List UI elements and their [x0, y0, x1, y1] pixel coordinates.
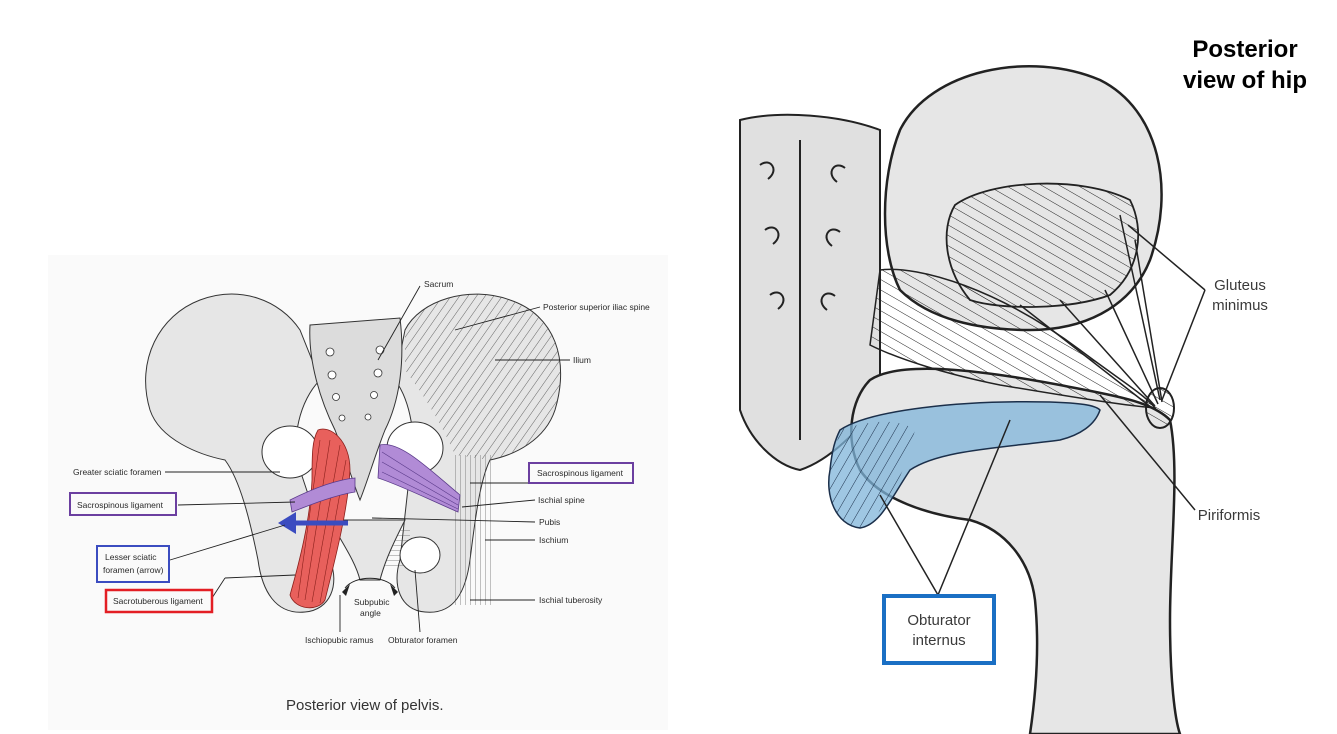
label-piriformis: Piriformis — [1198, 507, 1261, 524]
sacral-foramina — [325, 345, 385, 422]
pubic-region — [329, 519, 406, 581]
hip-leader-lines — [879, 224, 1206, 596]
subpubic-angle-arc — [344, 577, 396, 589]
box-lesser-sciatic — [96, 545, 170, 583]
obturator-hatching — [828, 421, 915, 528]
label-psis: Posterior superior iliac spine — [543, 302, 650, 312]
obturator-foramen-shape — [399, 536, 441, 574]
gluteus-minimus-shape — [945, 182, 1140, 308]
hip-title-line1: Posterior — [1192, 36, 1297, 63]
piriformis-shape — [869, 268, 1157, 409]
label-sacrospinous-right: Sacrospinous ligament — [537, 468, 624, 478]
sacrospinous-fibers — [381, 451, 459, 510]
subpubic-arrowhead-left — [342, 584, 350, 596]
hip-title-line2: view of hip — [1183, 67, 1307, 94]
sacrum — [309, 317, 403, 502]
label-obturator-line2: internus — [912, 632, 965, 649]
label-lesser-sciatic-line2: foramen (arrow) — [103, 565, 164, 575]
label-lesser-sciatic-line1: Lesser sciatic — [105, 552, 157, 562]
hip-panel: Posterior view of hip Gluteus minimus Pi… — [690, 20, 1330, 734]
label-greater-sciatic-foramen: Greater sciatic foramen — [73, 467, 162, 477]
label-sacrospinous-left: Sacrospinous ligament — [77, 500, 164, 510]
box-sacrospinous-left — [69, 492, 177, 516]
pelvis-leader-lines — [165, 285, 570, 633]
lesser-sciatic-arrow — [278, 512, 348, 534]
sacrospinous-ligament-left-shape — [289, 477, 356, 513]
hip-sacral-curls — [759, 140, 846, 440]
pelvis-caption: Posterior view of pelvis. — [286, 697, 444, 714]
box-sacrospinous-right — [528, 462, 634, 484]
ischium-hatching — [455, 455, 495, 605]
greater-sciatic-foramen-left — [261, 425, 319, 479]
label-subpubic-line1: Subpubic — [354, 597, 390, 607]
box-obturator-internus — [882, 594, 996, 665]
subpubic-arrowhead-right — [390, 584, 398, 596]
label-ischium: Ischium — [539, 535, 568, 545]
box-sacrotuberous — [104, 588, 214, 614]
label-ischiopubic-ramus: Ischiopubic ramus — [305, 635, 374, 645]
label-sacrotuberous: Sacrotuberous ligament — [113, 596, 203, 606]
sacrospinous-ligament-right-shape — [377, 444, 461, 513]
pelvis-panel: Sacrum Posterior superior iliac spine Il… — [48, 255, 668, 730]
gluteus-fibers — [1019, 214, 1163, 409]
label-gluteus-line1: Gluteus — [1214, 277, 1266, 294]
label-ischial-tuberosity: Ischial tuberosity — [539, 595, 603, 605]
label-gluteus-line2: minimus — [1212, 297, 1268, 314]
label-obturator-foramen: Obturator foramen — [388, 635, 458, 645]
label-obturator-line1: Obturator — [907, 612, 970, 629]
ilium-hatching — [405, 294, 561, 460]
label-ischial-spine: Ischial spine — [538, 495, 585, 505]
label-subpubic-line2: angle — [360, 608, 381, 618]
label-sacrum: Sacrum — [424, 279, 453, 289]
label-ilium: Ilium — [573, 355, 591, 365]
label-pubis: Pubis — [539, 517, 560, 527]
